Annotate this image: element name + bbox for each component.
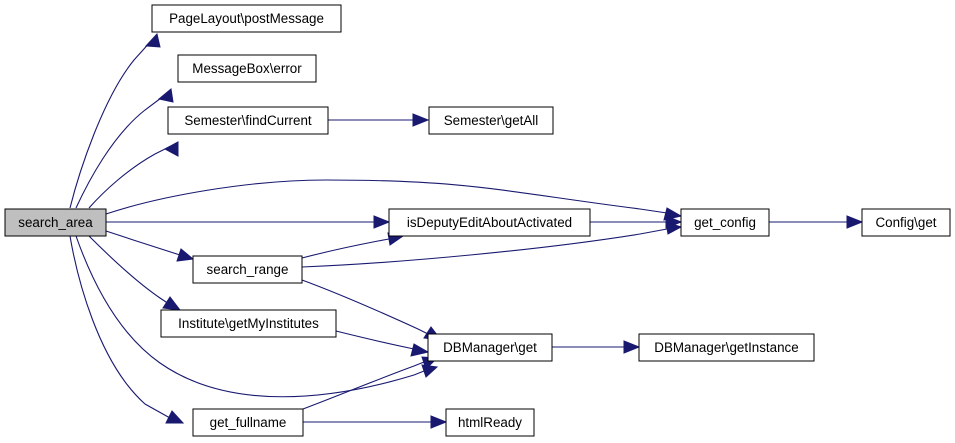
edge-get_config-to-configget [769,215,864,229]
edge-get_fullname-to-dbget [302,356,439,410]
edge-search_area-to-messageboxerror [75,88,174,209]
node-box-isDeputy[interactable] [388,208,591,237]
node-configget[interactable]: Config\get [861,208,951,237]
node-label-dbget: DBManager\get [443,340,537,355]
edge-search_area-to-isDeputy [106,215,391,229]
node-getAll[interactable]: Semester\getAll [428,106,554,135]
node-search_range[interactable]: search_range [192,255,303,284]
node-dbgetInstance[interactable]: DBManager\getInstance [638,333,815,362]
node-box-get_fullname[interactable] [192,408,304,437]
node-label-configget: Config\get [875,215,936,230]
node-label-getAll: Semester\getAll [444,113,539,128]
node-label-search_range: search_range [207,262,289,277]
node-box-htmlReady[interactable] [445,408,535,437]
node-get_config[interactable]: get_config [680,208,770,237]
node-label-isDeputy: isDeputyEditAboutActivated [407,215,572,230]
edge-get_fullname-to-htmlReady [303,415,448,429]
node-layer: search_area PageLayout\postMessageMessage… [4,4,951,437]
node-search_area[interactable]: search_area [4,208,107,237]
node-label-htmlReady: htmlReady [458,415,522,430]
node-box-dbgetInstance[interactable] [638,333,815,362]
edge-search_area-to-get_fullname [69,235,185,424]
node-box-getMyInstitutes[interactable] [160,309,337,338]
node-findCurrent[interactable]: Semester\findCurrent [167,106,329,135]
node-box-search_range[interactable] [192,255,303,284]
node-box-configget[interactable] [861,208,951,237]
node-box-messageboxerror[interactable] [177,54,317,83]
node-label-messageboxerror: MessageBox\error [192,61,302,76]
node-box-get_config[interactable] [680,208,770,237]
edge-search_area-to-findCurrent [88,141,179,209]
node-label-getMyInstitutes: Institute\getMyInstitutes [178,316,319,331]
node-label-get_config: get_config [694,215,756,230]
edge-getMyInstitutes-to-dbget [335,330,430,357]
edge-dbget-to-dbgetInstance [552,340,641,354]
edge-search_area-to-postMessage [69,32,161,209]
node-label-get_fullname: get_fullname [210,415,287,430]
node-dbget[interactable]: DBManager\get [427,333,553,362]
edge-findCurrent-to-getAll [328,113,430,127]
node-htmlReady[interactable]: htmlReady [445,408,535,437]
edge-search_area-to-search_range [105,230,195,262]
edge-search_range-to-isDeputy [301,232,405,259]
node-label-postMessage: PageLayout\postMessage [169,11,324,26]
node-box-getAll[interactable] [428,106,554,135]
node-get_fullname[interactable]: get_fullname [192,408,304,437]
edge-search_range-to-get_config [301,221,683,268]
node-postMessage[interactable]: PageLayout\postMessage [151,4,342,33]
node-isDeputy[interactable]: isDeputyEditAboutActivated [388,208,591,237]
node-label-dbgetInstance: DBManager\getInstance [654,340,798,355]
node-box-search_area[interactable] [4,208,107,237]
node-box-dbget[interactable] [427,333,553,362]
edge-layer [69,32,864,429]
edge-search_area-to-getMyInstitutes [88,235,182,311]
node-messageboxerror[interactable]: MessageBox\error [177,54,317,83]
node-label-search_area: search_area [18,215,93,230]
node-getMyInstitutes[interactable]: Institute\getMyInstitutes [160,309,337,338]
node-box-findCurrent[interactable] [167,106,329,135]
node-box-postMessage[interactable] [151,4,342,33]
node-label-findCurrent: Semester\findCurrent [184,113,312,128]
